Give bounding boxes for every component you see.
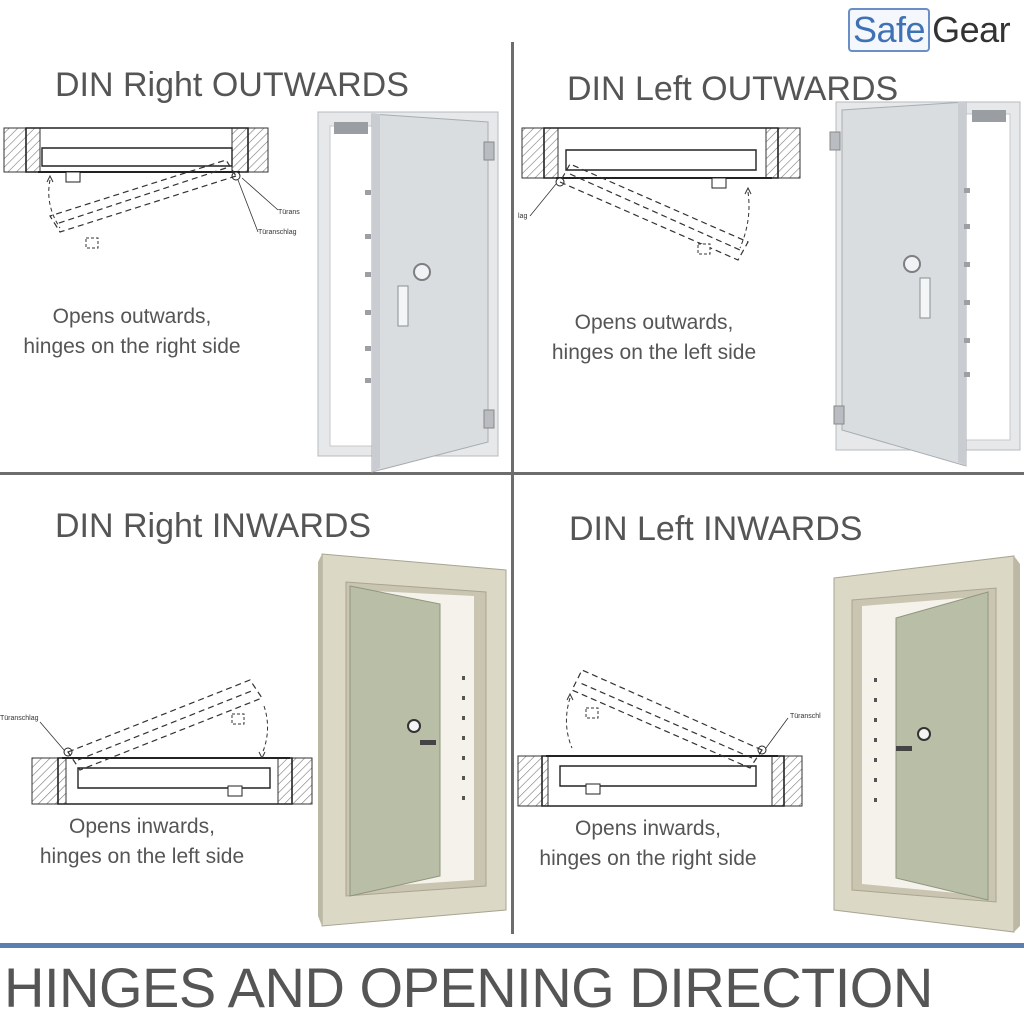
caption-line-2: hinges on the left side — [551, 341, 757, 364]
beige-door-left-hinge — [318, 553, 507, 927]
caption-line-1: Opens inwards, — [69, 815, 215, 838]
logo-gear-text: Gear — [932, 9, 1011, 50]
label-tueranschlag-left: lag — [518, 213, 527, 220]
label-tueranschlag: Türanschlag — [0, 715, 39, 722]
label-tueranschlag: Türanschlag — [258, 229, 297, 236]
caption-line-2: hinges on the left side — [39, 845, 245, 868]
caption-line-1: Opens outwards, — [52, 305, 212, 328]
caption-line-2: hinges on the right side — [23, 335, 241, 358]
label-tueranschlag-right: Türanschl — [790, 713, 821, 720]
steel-door-left-hinge — [829, 101, 1021, 467]
diagram-right-inwards: Türanschlag — [0, 679, 313, 805]
safegear-logo: Safe Gear — [848, 8, 1011, 52]
steel-door-right-hinge — [317, 111, 499, 473]
vertical-divider — [511, 42, 514, 934]
horizontal-divider — [0, 472, 1024, 475]
caption-line-2: hinges on the right side — [539, 847, 757, 870]
diagram-left-inwards: Türanschl — [517, 669, 821, 807]
footer-title: HINGES AND OPENING DIRECTION — [4, 956, 933, 1019]
caption-left-inwards: Opens inwards, hinges on the right side — [498, 814, 798, 874]
diagram-right-outwards: Türans Türanschlag — [3, 127, 300, 249]
logo-safe-text: Safe — [848, 8, 931, 52]
title-din-right-outwards: DIN Right OUTWARDS — [55, 66, 409, 104]
caption-right-outwards: Opens outwards, hinges on the right side — [0, 302, 282, 362]
caption-left-outwards: Opens outwards, hinges on the left side — [504, 308, 804, 368]
footer-accent-bar — [0, 943, 1024, 948]
caption-right-inwards: Opens inwards, hinges on the left side — [0, 812, 292, 872]
caption-line-1: Opens outwards, — [574, 311, 734, 334]
title-din-left-inwards: DIN Left INWARDS — [569, 510, 863, 548]
title-din-right-inwards: DIN Right INWARDS — [55, 507, 372, 545]
beige-door-right-hinge — [833, 555, 1020, 933]
caption-line-1: Opens inwards, — [575, 817, 721, 840]
diagram-left-outwards: lag — [518, 127, 801, 261]
label-tueranschlag-cut: Türans — [278, 209, 300, 216]
